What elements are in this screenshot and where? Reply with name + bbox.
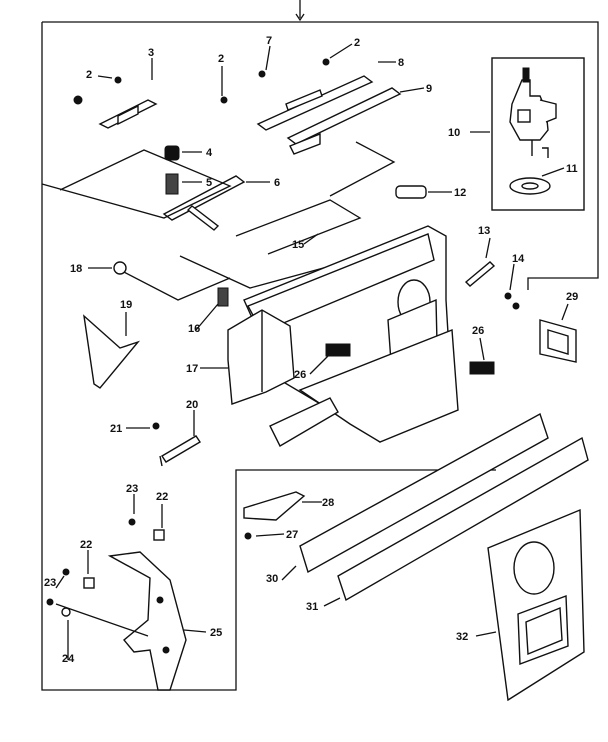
callout-label: 23 <box>126 483 138 495</box>
part-10-bracket-assembly <box>509 67 557 158</box>
part-11-washer <box>509 177 551 195</box>
callout-label: 7 <box>266 35 272 47</box>
callout-label: 6 <box>274 177 280 189</box>
part-2-screw <box>322 58 330 66</box>
callout-label: 20 <box>186 399 198 411</box>
part-12-knob <box>395 185 427 199</box>
callout-label: 26 <box>472 325 484 337</box>
part-18-nut <box>113 261 127 275</box>
callout-label: 10 <box>448 127 460 139</box>
callout-label: 21 <box>110 423 122 435</box>
callout-label: 18 <box>70 263 82 275</box>
callout-label: 22 <box>156 491 168 503</box>
callout-label: 29 <box>566 291 578 303</box>
callout-label: 19 <box>120 299 132 311</box>
frame-lines <box>41 0 599 691</box>
callout-label: 31 <box>306 601 318 613</box>
callout-label: 8 <box>398 57 404 69</box>
callout-label: 2 <box>86 69 92 81</box>
part-2-screw <box>220 96 228 104</box>
part-2-screw <box>73 95 83 105</box>
callout-label: 16 <box>188 323 200 335</box>
part-32-front-panel <box>487 508 585 702</box>
part-23-screw <box>128 518 136 526</box>
callout-label: 12 <box>454 187 466 199</box>
part-19-cover <box>83 314 141 389</box>
bed-plate <box>269 397 339 447</box>
part-4-cap <box>164 145 180 161</box>
callout-label: 2 <box>354 37 360 49</box>
part-24-washer <box>46 598 54 606</box>
part-20-lever <box>159 435 201 467</box>
part-23-screw <box>62 568 70 576</box>
callout-label: 9 <box>426 83 432 95</box>
part-30-strip <box>299 412 549 574</box>
part-22-clip <box>83 577 95 589</box>
callout-label: 30 <box>266 573 278 585</box>
part-13-bracket <box>464 261 520 310</box>
callout-label: 22 <box>80 539 92 551</box>
callout-label: 3 <box>148 47 154 59</box>
callout-label: 25 <box>210 627 222 639</box>
part-17-end-cover <box>227 309 295 405</box>
callout-label: 27 <box>286 529 298 541</box>
machine-housing <box>243 225 459 443</box>
callout-label: 14 <box>512 253 525 265</box>
part-5-spring <box>165 173 179 195</box>
callout-labels: 2 3 2 7 2 8 9 10 11 4 5 6 12 15 13 14 18… <box>44 35 578 665</box>
callout-label: 28 <box>322 497 334 509</box>
part-31-strip <box>337 436 589 602</box>
callout-label: 26 <box>294 369 306 381</box>
callout-label: 23 <box>44 577 56 589</box>
part-2-screw <box>114 76 122 84</box>
part-8-plate <box>286 87 402 155</box>
part-22-clip <box>153 529 165 541</box>
callout-label: 4 <box>206 147 213 159</box>
callout-label: 11 <box>566 163 578 175</box>
callout-label: 17 <box>186 363 198 375</box>
part-3-bracket <box>98 99 158 129</box>
part-21-screw <box>152 422 160 430</box>
part-16-spring <box>217 287 229 307</box>
part-24-washer <box>61 607 71 617</box>
part-26-block <box>469 361 495 375</box>
callout-label: 13 <box>478 225 490 237</box>
part-27-screw <box>244 532 252 540</box>
part-26-block <box>325 343 351 357</box>
part-9-plate <box>256 75 374 131</box>
callout-label: 15 <box>292 239 304 251</box>
callout-label: 2 <box>218 53 224 65</box>
callout-label: 5 <box>206 177 212 189</box>
callout-label: 32 <box>456 631 468 643</box>
part-25-bracket <box>107 551 187 691</box>
part-7-screw <box>258 70 266 78</box>
leader-lines <box>55 603 149 637</box>
part-28-plate <box>243 491 306 521</box>
part-29-badge <box>539 319 577 363</box>
